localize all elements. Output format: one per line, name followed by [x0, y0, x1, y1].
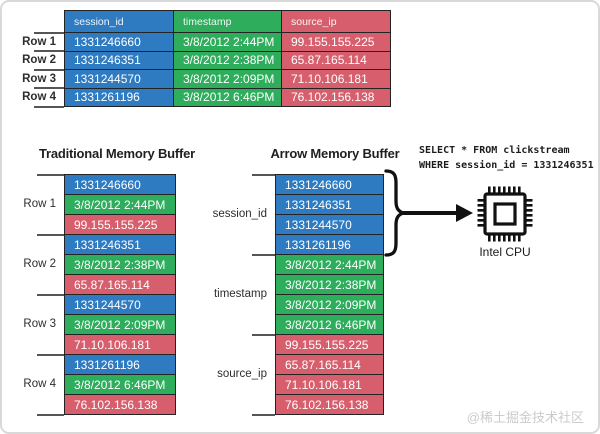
group-tick-line: [252, 334, 275, 336]
buffer-cell: 99.155.155.225: [65, 215, 175, 234]
buffer-cell: 76.102.156.138: [276, 395, 383, 414]
buffer-cell: 65.87.165.114: [65, 275, 175, 294]
buffer-cell: 1331244570: [276, 215, 383, 234]
buffer-cell: 71.10.106.181: [65, 335, 175, 354]
buffer-cell: 1331246351: [276, 195, 383, 214]
buffer-cell: 3/8/2012 2:44PM: [65, 195, 175, 214]
buffer-cell: 65.87.165.114: [276, 355, 383, 374]
column-header-session-id: session_id: [65, 11, 173, 32]
buffer-cell: 3/8/2012 2:09PM: [276, 295, 383, 314]
traditional-memory-buffer: 1331246660 3/8/2012 2:44PM 99.155.155.22…: [64, 174, 176, 415]
row-tick-line: [34, 69, 64, 71]
row-tick-line: [37, 174, 64, 176]
row-tick-line: [37, 234, 64, 236]
table-cell: 3/8/2012 2:44PM: [174, 33, 281, 51]
arrow-buffer-title: Arrow Memory Buffer: [270, 146, 400, 161]
group-tick-line: [252, 414, 275, 416]
sql-query-line2: WHERE session_id = 1331246351: [419, 160, 594, 171]
arrow-head-icon: [456, 204, 473, 222]
buffer-cell: 99.155.155.225: [276, 335, 383, 354]
buffer-cell: 1331261196: [276, 235, 383, 254]
table-cell: 76.102.156.138: [282, 88, 390, 106]
row-label: Row 3: [23, 318, 56, 330]
group-tick-line: [252, 254, 275, 256]
buffer-cell: 71.10.106.181: [276, 375, 383, 394]
table-cell: 65.87.165.114: [282, 51, 390, 69]
column-header-source-ip: source_ip: [282, 11, 390, 32]
buffer-cell: 1331246660: [65, 175, 175, 194]
table-cell: 99.155.155.225: [282, 33, 390, 51]
sql-query: SELECT * FROM clickstream WHERE session_…: [419, 143, 594, 173]
buffer-cell: 1331246351: [65, 235, 175, 254]
column-group-label-session-id: session_id: [212, 208, 267, 220]
buffer-cell: 1331244570: [65, 295, 175, 314]
row-label: Row 4: [22, 91, 56, 103]
table-cell: 71.10.106.181: [282, 70, 390, 88]
column-group-label-source-ip: source_ip: [217, 368, 267, 380]
buffer-cell: 3/8/2012 6:46PM: [65, 375, 175, 394]
row-tick-line: [34, 50, 64, 52]
group-tick-line: [252, 174, 275, 176]
buffer-cell: 3/8/2012 2:38PM: [276, 275, 383, 294]
table-cell: 3/8/2012 2:09PM: [174, 70, 281, 88]
table-cell: 3/8/2012 2:38PM: [174, 51, 281, 69]
row-label: Row 3: [22, 73, 56, 85]
traditional-buffer-title: Traditional Memory Buffer: [38, 146, 196, 161]
row-tick-line: [37, 354, 64, 356]
row-label: Row 2: [22, 54, 56, 66]
column-group-label-timestamp: timestamp: [213, 288, 267, 300]
table-cell: 1331244570: [65, 70, 173, 88]
row-label: Row 2: [23, 258, 56, 270]
buffer-cell: 76.102.156.138: [65, 395, 175, 414]
watermark: @稀土掘金技术社区: [466, 410, 584, 425]
buffer-cell: 3/8/2012 6:46PM: [276, 315, 383, 334]
row-tick-line: [34, 32, 64, 34]
curly-brace-icon: [384, 169, 405, 257]
table-cell: 3/8/2012 6:46PM: [174, 88, 281, 106]
row-tick-line: [34, 87, 64, 89]
column-header-timestamp: timestamp: [174, 11, 281, 32]
row-label: Row 1: [23, 198, 56, 210]
arrow-memory-buffer: 1331246660 1331246351 1331244570 1331261…: [275, 174, 384, 415]
table-cell: 1331246660: [65, 33, 173, 51]
row-tick-line: [37, 414, 64, 416]
row-label: Row 1: [22, 36, 56, 48]
table-cell: 1331261196: [65, 88, 173, 106]
row-tick-line: [37, 294, 64, 296]
arrow-shaft: [403, 211, 457, 215]
buffer-cell: 3/8/2012 2:09PM: [65, 315, 175, 334]
cpu-icon: [477, 186, 533, 242]
table-cell: 1331246351: [65, 51, 173, 69]
buffer-cell: 3/8/2012 2:44PM: [276, 255, 383, 274]
cpu-label: Intel CPU: [479, 245, 531, 259]
clickstream-table: session_id timestamp source_ip 133124666…: [64, 10, 391, 107]
buffer-cell: 1331261196: [65, 355, 175, 374]
sql-query-line1: SELECT * FROM clickstream: [419, 145, 570, 156]
buffer-cell: 1331246660: [276, 175, 383, 194]
buffer-cell: 3/8/2012 2:38PM: [65, 255, 175, 274]
row-tick-line: [34, 106, 64, 108]
row-label: Row 4: [23, 378, 56, 390]
